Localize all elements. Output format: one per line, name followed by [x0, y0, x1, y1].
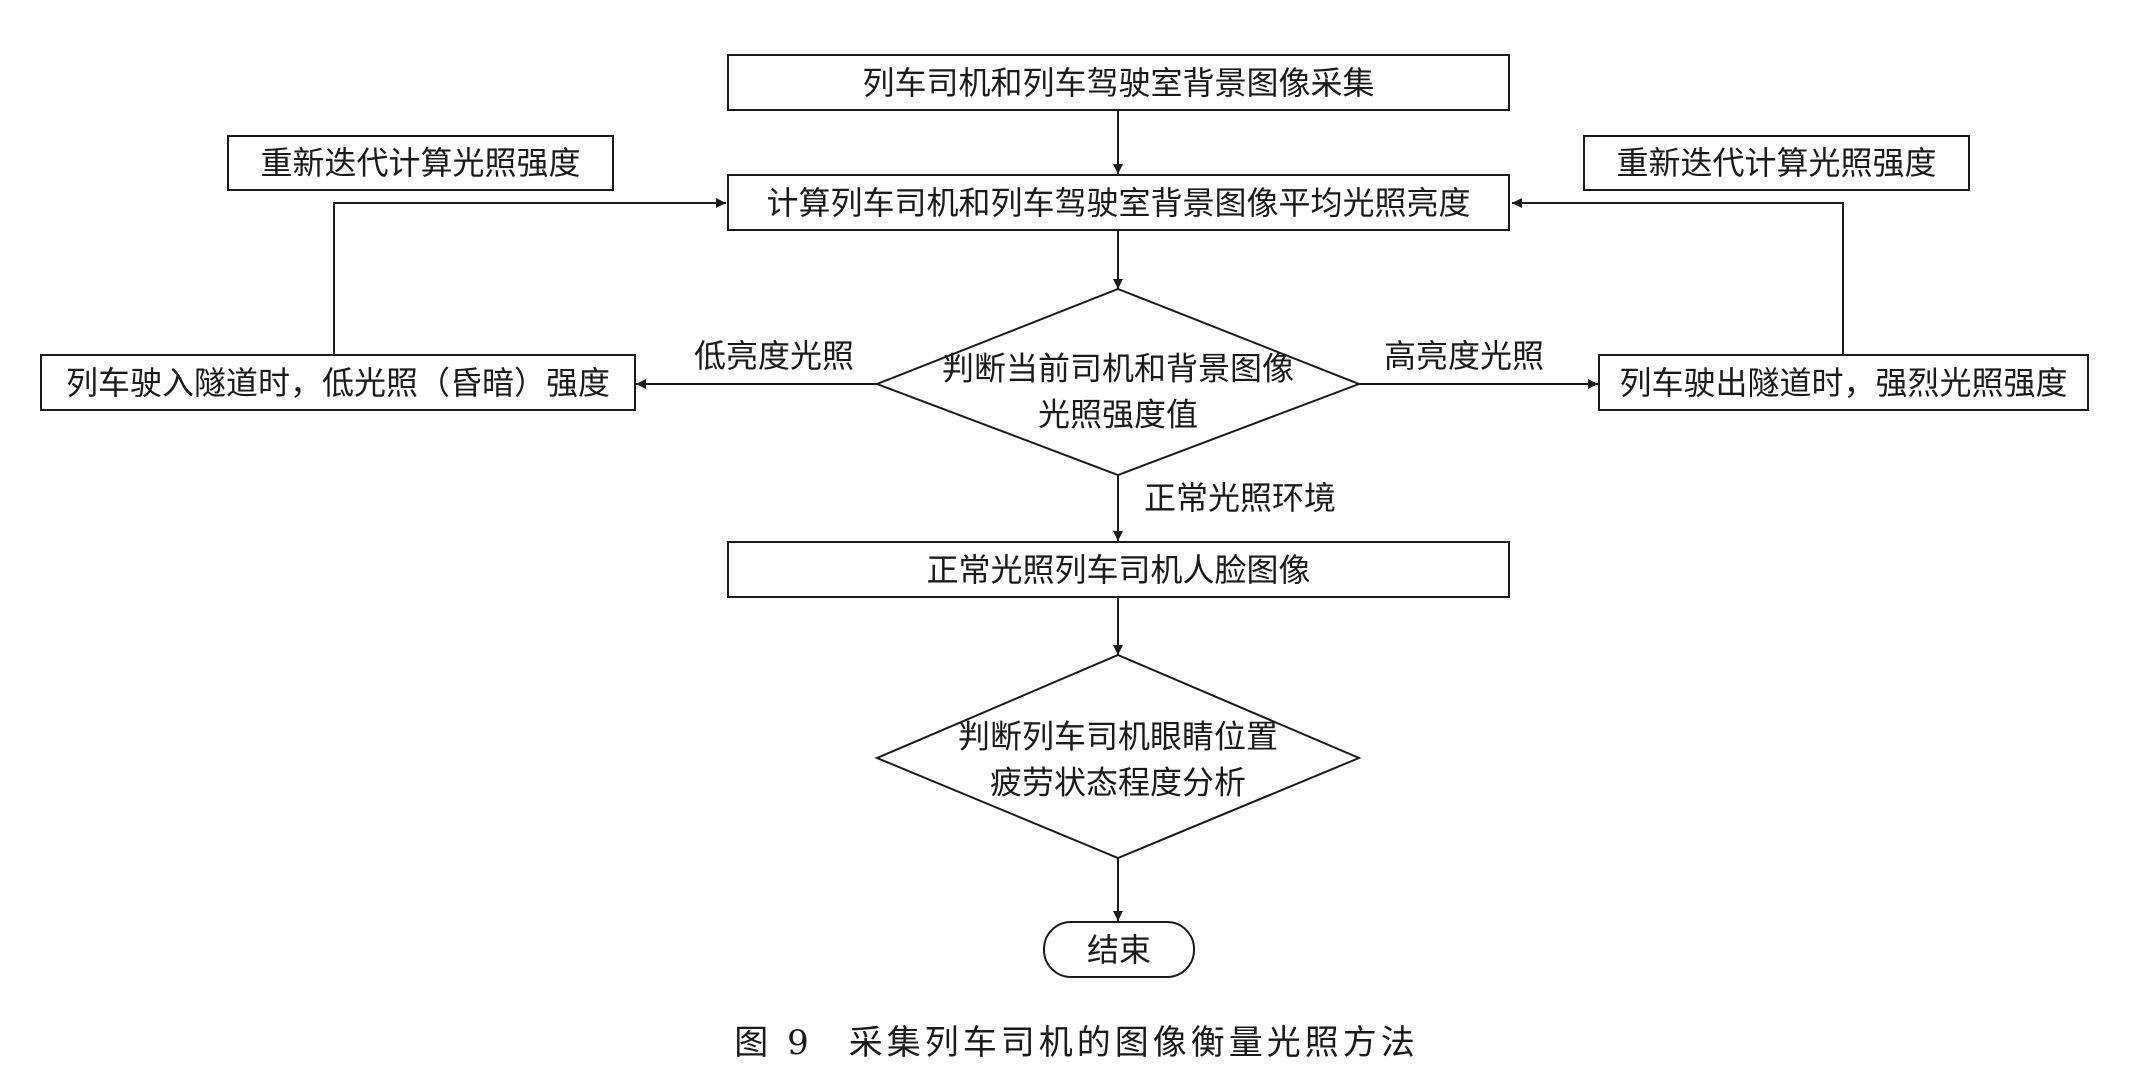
- feedback-loop-right: [1512, 198, 1844, 354]
- end-terminal: 结束: [1043, 921, 1195, 978]
- decision-line-2: 光照强度值: [1037, 396, 1199, 434]
- collect-label: 列车司机和列车驾驶室背景图像采集: [862, 63, 1375, 102]
- compute-box: 计算列车司机和列车驾驶室背景图像平均光照亮度: [727, 174, 1510, 231]
- feedback-loop-left: [333, 198, 726, 354]
- end-label: 结束: [1086, 930, 1151, 969]
- compute-label: 计算列车司机和列车驾驶室背景图像平均光照亮度: [766, 183, 1471, 222]
- recompute-note-right-label: 重新迭代计算光照强度: [1616, 144, 1937, 182]
- normal-face-label: 正常光照列车司机人脸图像: [926, 550, 1311, 589]
- edge-label-low: 低亮度光照: [694, 337, 855, 375]
- tunnel-in-box: 列车驶入隧道时，低光照（昏暗）强度: [40, 354, 636, 411]
- normal-face-box: 正常光照列车司机人脸图像: [727, 541, 1510, 598]
- figure-title: 采集列车司机的图像衡量光照方法: [848, 1023, 1419, 1063]
- collect-box: 列车司机和列车驾驶室背景图像采集: [727, 54, 1510, 111]
- edge-label-normal: 正常光照环境: [1144, 479, 1337, 517]
- edge-label-high: 高亮度光照: [1384, 337, 1545, 375]
- decision-line-1: 判断当前司机和背景图像: [941, 349, 1295, 388]
- fatigue-text: 判断列车司机眼睛位置 疲劳状态程度分析: [958, 714, 1278, 807]
- figure-caption: 图 9 采集列车司机的图像衡量光照方法: [0, 1015, 2153, 1064]
- fatigue-line-1: 判断列车司机眼睛位置: [957, 717, 1279, 756]
- recompute-note-right: 重新迭代计算光照强度: [1583, 135, 1970, 191]
- figure-number: 图 9: [734, 1023, 813, 1063]
- decision-text: 判断当前司机和背景图像 光照强度值: [942, 346, 1294, 439]
- tunnel-in-label: 列车驶入隧道时，低光照（昏暗）强度: [65, 363, 610, 402]
- tunnel-out-label: 列车驶出隧道时，强烈光照强度: [1619, 363, 2068, 402]
- fatigue-line-2: 疲劳状态程度分析: [989, 764, 1247, 802]
- recompute-note-left-label: 重新迭代计算光照强度: [260, 144, 581, 182]
- tunnel-out-box: 列车驶出隧道时，强烈光照强度: [1598, 354, 2089, 411]
- recompute-note-left: 重新迭代计算光照强度: [227, 135, 614, 191]
